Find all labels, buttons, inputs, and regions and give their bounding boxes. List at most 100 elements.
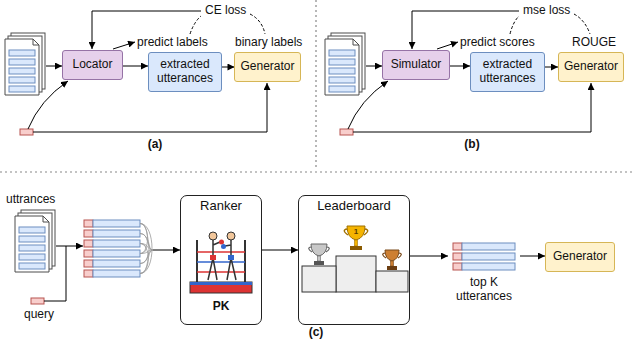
trophy-stem [318, 256, 321, 261]
node-title: Ranker [181, 199, 261, 214]
utterance-bar [9, 50, 35, 56]
model-box: Locator [62, 50, 123, 80]
utterance-bar [329, 68, 355, 74]
utterance-cell [462, 253, 515, 260]
separator [0, 171, 632, 172]
annotation: CE loss [205, 4, 246, 18]
gold-trophy [344, 226, 368, 250]
boxer-glove [219, 240, 224, 245]
flow-arrow [410, 256, 448, 257]
utterance-bar [19, 227, 45, 233]
utterance-bar [9, 77, 35, 83]
utterance-cell [93, 230, 140, 237]
node-title: Generator [240, 60, 294, 74]
node-title: extracted utterances [475, 58, 540, 86]
flow-line [348, 81, 388, 129]
annotation: uttrances [6, 193, 55, 207]
utterance-bar [9, 86, 35, 92]
flow-arrow [545, 67, 558, 68]
flow-arrow [450, 66, 470, 67]
loss-link [250, 14, 265, 34]
utterance-bar [19, 263, 45, 269]
boxer-head [209, 232, 217, 240]
query-cell [453, 263, 462, 270]
query-cell [84, 240, 93, 247]
boxer-trunks [228, 255, 234, 260]
utterance-bar [329, 59, 355, 65]
utterance-cell [462, 243, 515, 250]
utterance-cell [93, 270, 140, 277]
stage-panel: Leaderboard [298, 195, 410, 325]
boxer-glove [221, 244, 226, 249]
trophy-stem [355, 240, 358, 246]
flow-arrow [222, 67, 234, 68]
query-cell [453, 253, 462, 260]
model-box: Simulator [382, 50, 450, 80]
topk-stack [453, 243, 515, 270]
utterance-box: extracted utterances [148, 52, 222, 92]
trophy-cup [385, 250, 399, 261]
boxer-head [227, 232, 235, 240]
page [5, 39, 39, 95]
boxing-ring-icon [190, 232, 252, 293]
boxer-body [225, 240, 236, 280]
silver-trophy [309, 244, 330, 265]
query-cell [84, 260, 93, 267]
generator-box: Generator [558, 52, 624, 82]
utterance-bar [329, 86, 355, 92]
loss-link [574, 14, 590, 34]
bronze-trophy [383, 250, 402, 270]
pairing-line [140, 244, 148, 274]
podium-block [302, 266, 336, 292]
page [325, 39, 359, 95]
flow-line [28, 81, 68, 129]
panel-label: (a) [148, 138, 163, 152]
annotation: ROUGE [572, 36, 616, 50]
utterance-bar [329, 77, 355, 83]
boxer-body [208, 240, 220, 280]
query-cell [84, 270, 93, 277]
node-title: Generator [564, 60, 618, 74]
ring-rope [197, 271, 245, 273]
node-title: Generator [553, 250, 607, 264]
utterance-box: extracted utterances [470, 52, 545, 92]
node-title: extracted utterances [153, 58, 217, 86]
loss-link [510, 16, 519, 34]
annotation: predict labels [137, 36, 208, 50]
utterance-cell [93, 220, 140, 227]
panel-label: (b) [464, 138, 479, 152]
flow-line [153, 250, 180, 251]
document-icon [5, 33, 45, 95]
panel-label: 1 [354, 227, 358, 236]
node-title: Leaderboard [299, 199, 409, 214]
trophy-base [387, 266, 397, 270]
utterance-bar [19, 245, 45, 251]
query-cell [84, 220, 93, 227]
node-title: Simulator [391, 58, 442, 72]
page [15, 216, 49, 272]
podium-block [336, 256, 376, 292]
ring-base-band [190, 282, 252, 285]
utterance-cell [93, 240, 140, 247]
flow-line [46, 66, 62, 67]
flow-line [56, 246, 83, 247]
node-title: Locator [72, 58, 112, 72]
annotation: predict scores [460, 36, 535, 50]
flow-line [437, 42, 458, 49]
trophy-stem [391, 261, 394, 266]
query-cell [453, 243, 462, 250]
utterance-bar [9, 59, 35, 65]
generator-box: Generator [545, 242, 615, 272]
document-icon [325, 33, 365, 95]
query-icon [20, 129, 33, 135]
annotation: mse loss [523, 4, 570, 18]
stage-panel: RankerPK [180, 195, 262, 325]
utterance-bar [19, 236, 45, 242]
pair-stack [84, 220, 140, 277]
utterance-bar [329, 50, 355, 56]
node-text: PK [181, 300, 261, 314]
podium-icon [302, 256, 408, 292]
trophy-cup [311, 244, 327, 256]
trophy-base [314, 261, 324, 265]
ring-rope [197, 251, 245, 253]
